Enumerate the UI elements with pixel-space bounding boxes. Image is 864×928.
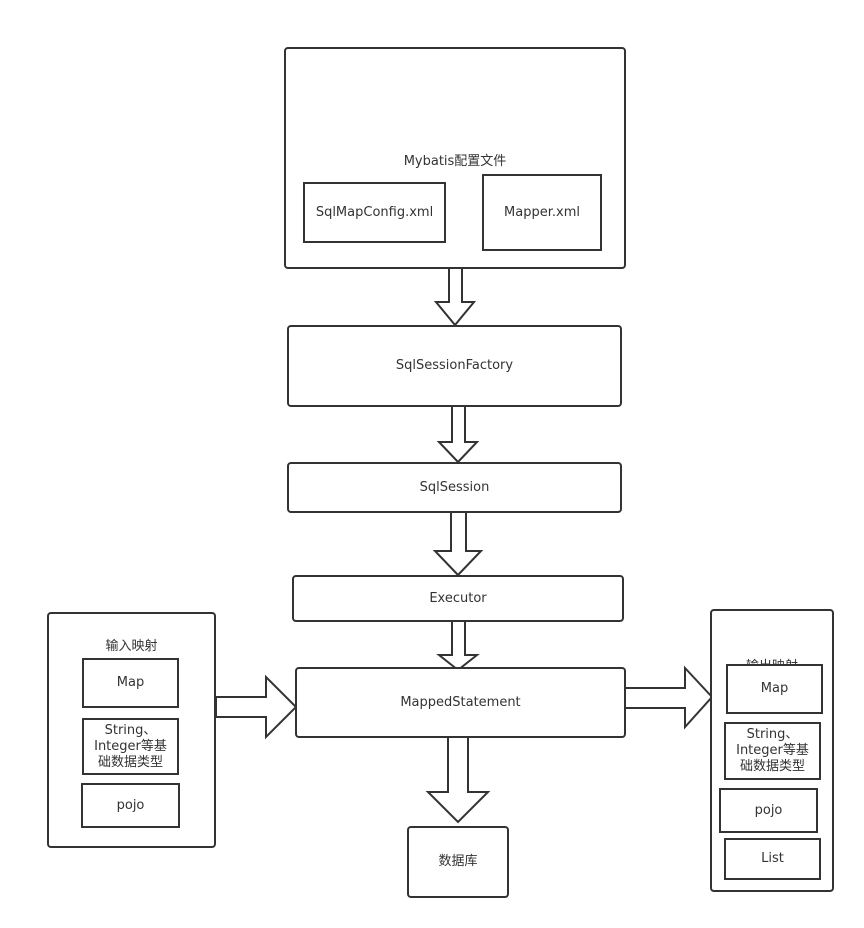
database-box: 数据库 bbox=[407, 826, 509, 898]
output-pojo-box: pojo bbox=[719, 788, 818, 833]
sqlsessionfactory-box: SqlSessionFactory bbox=[287, 325, 622, 407]
input-mapping-title: 输入映射 bbox=[105, 639, 158, 654]
input-pojo-box: pojo bbox=[81, 783, 180, 828]
mappedstatement-box: MappedStatement bbox=[295, 667, 626, 738]
output-basic-types-box: String、Integer等基础数据类型 bbox=[724, 722, 821, 780]
arrow-input-to-mappedstatement bbox=[215, 674, 298, 740]
sqlmapconfig-box: SqlMapConfig.xml bbox=[303, 182, 446, 243]
arrow-mappedstatement-to-output bbox=[623, 665, 714, 730]
output-map-box: Map bbox=[726, 664, 823, 714]
arrow-mappedstatement-to-database bbox=[425, 731, 491, 824]
arrow-config-to-factory bbox=[433, 267, 477, 327]
input-map-box: Map bbox=[82, 658, 179, 708]
executor-box: Executor bbox=[292, 575, 624, 622]
arrow-session-to-executor bbox=[432, 510, 484, 577]
arrow-executor-to-mappedstatement bbox=[436, 619, 480, 672]
arrow-factory-to-session bbox=[436, 404, 480, 464]
input-basic-types-box: String、Integer等基础数据类型 bbox=[82, 718, 179, 775]
sqlsession-box: SqlSession bbox=[287, 462, 622, 513]
mybatis-config-title: Mybatis配置文件 bbox=[403, 154, 507, 169]
mapper-xml-box: Mapper.xml bbox=[482, 174, 602, 251]
output-list-box: List bbox=[724, 838, 821, 880]
